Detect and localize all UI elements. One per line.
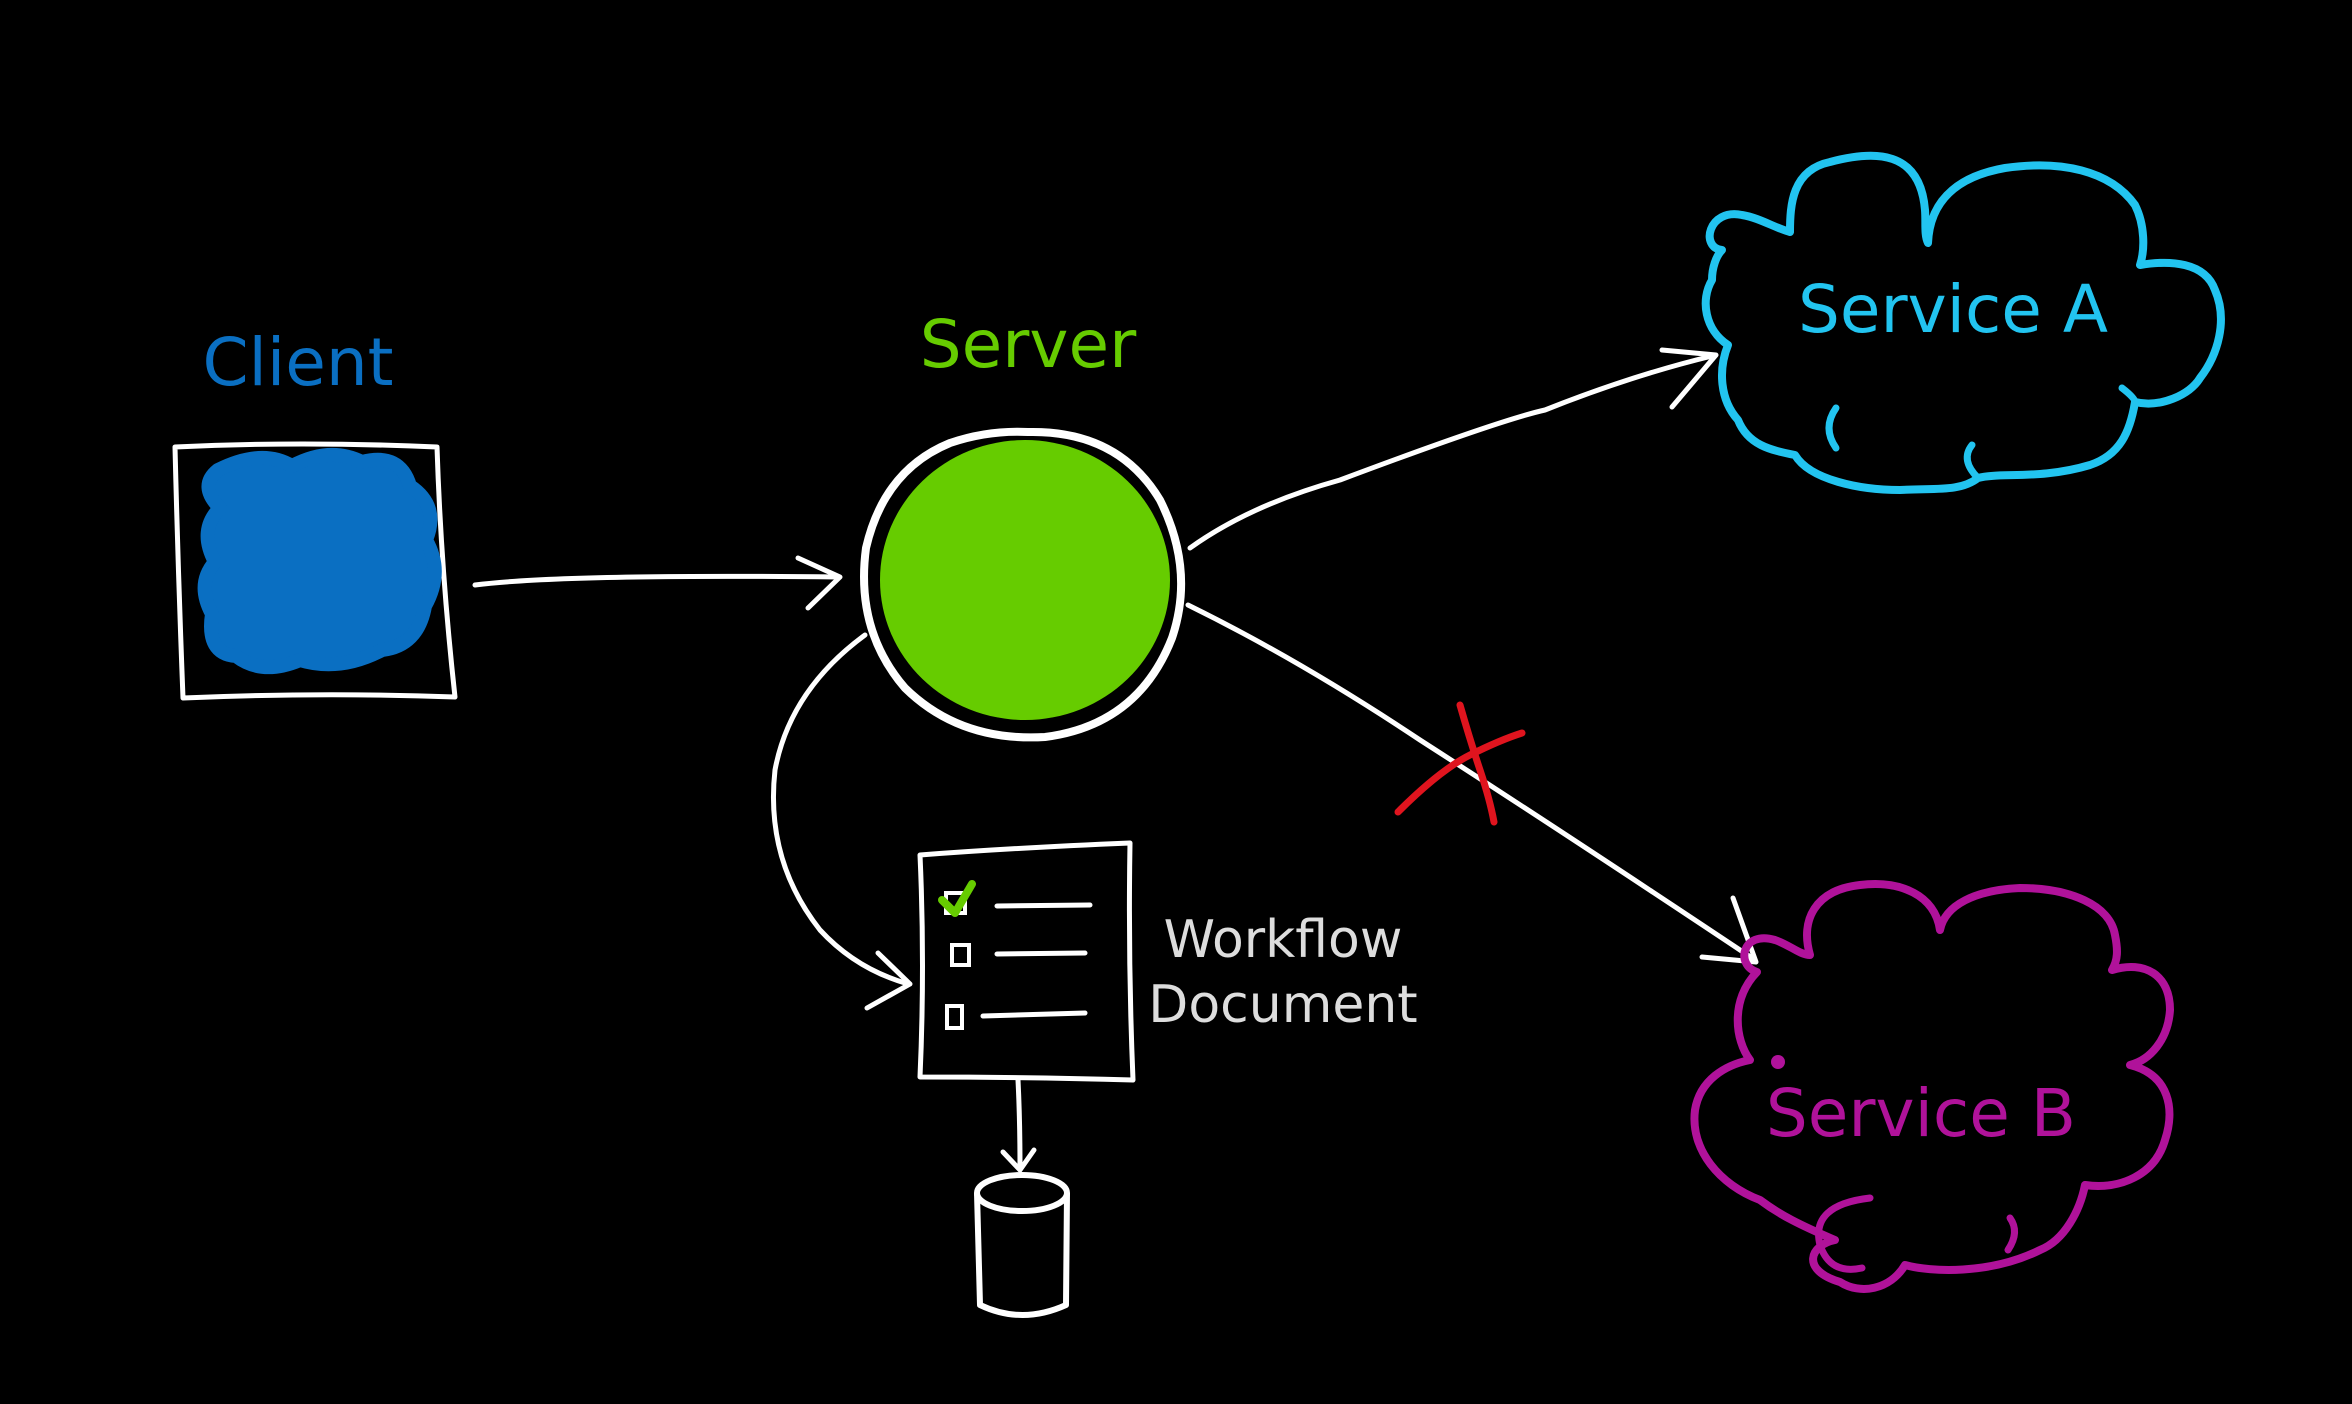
checkbox-icon: [945, 1004, 964, 1030]
arrowhead-database: [1000, 1147, 1037, 1173]
client-label: Client: [202, 324, 393, 401]
client-node: Client: [172, 324, 458, 701]
checklist-line: [994, 950, 1088, 957]
edge-server-to-workflow: [770, 632, 913, 1011]
service-b-node: Service B: [1690, 880, 2174, 1293]
checklist-item-1: [938, 880, 1093, 917]
server-outline: [860, 427, 1186, 742]
arrowhead-client-server: [795, 555, 843, 611]
cloud-icon-service-a: [1701, 151, 2225, 494]
checkbox-icon: [950, 943, 971, 967]
service-a-label: Service A: [1798, 271, 2108, 348]
edge-client-to-server: [472, 555, 843, 611]
workflow-document-node: Workflow Document: [917, 840, 1418, 1083]
checklist-line: [980, 1010, 1088, 1019]
arrowhead-service-a: [1659, 347, 1719, 410]
checkmark-icon: [938, 880, 976, 917]
client-fill: [197, 447, 442, 675]
client-box: [172, 441, 458, 701]
workflow-label-line1: Workflow: [1164, 910, 1403, 970]
workflow-label-line2: Document: [1148, 975, 1417, 1035]
edge-server-to-service-a: [1187, 347, 1719, 551]
arrowhead-service-b: [1699, 895, 1759, 965]
checklist-item-3: [945, 1004, 1088, 1030]
edge-server-to-service-b: [1185, 602, 1759, 965]
server-node: Server: [860, 306, 1186, 742]
service-a-node: Service A: [1701, 151, 2225, 494]
server-label: Server: [920, 306, 1137, 383]
arrowhead-workflow: [864, 950, 913, 1011]
cloud-icon-service-b: [1690, 880, 2174, 1293]
database-icon: [974, 1172, 1070, 1318]
checklist-item-2: [950, 943, 1088, 967]
checklist-line: [994, 902, 1093, 909]
service-b-label: Service B: [1766, 1075, 2076, 1152]
document-outline: [917, 840, 1136, 1083]
edge-workflow-to-database: [1000, 1077, 1037, 1173]
failure-x-mark: [1394, 701, 1526, 826]
server-fill: [880, 440, 1170, 720]
